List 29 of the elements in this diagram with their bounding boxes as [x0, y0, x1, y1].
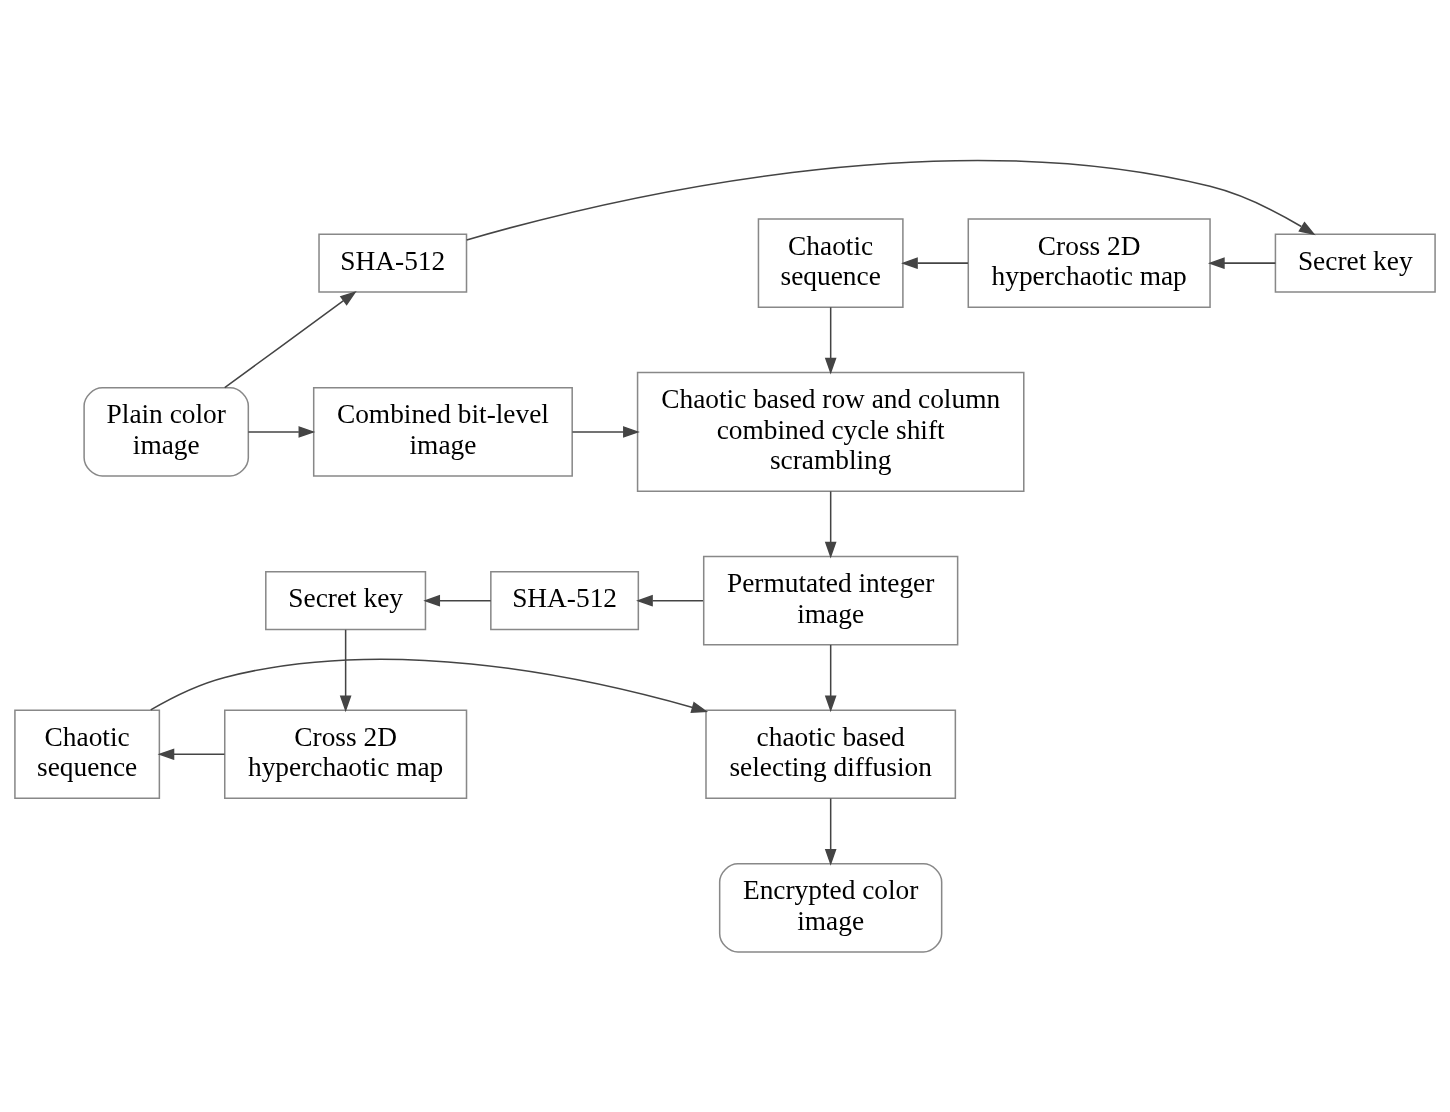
arrow — [824, 644, 837, 713]
node-box: Chaotic sequence — [14, 709, 161, 800]
node-box: SHA-512 — [318, 233, 468, 293]
node-box: Cross 2D hyperchaotic map — [224, 709, 468, 800]
node-box: Chaotic sequence — [757, 218, 904, 308]
arrow — [247, 426, 316, 438]
arrow — [465, 160, 1316, 241]
arrow — [636, 594, 704, 607]
node-box: chaotic based selecting diffusion — [705, 709, 957, 800]
arrow — [149, 658, 709, 713]
node-box: Permutated integer image — [702, 555, 959, 646]
node-box: Cross 2D hyperchaotic map — [967, 218, 1211, 308]
arrow — [339, 629, 352, 713]
arrow — [824, 306, 837, 375]
node-box: Combined bit-level image — [312, 387, 573, 477]
arrow — [824, 490, 837, 559]
arrow — [824, 797, 837, 866]
arrow — [423, 594, 492, 607]
arrow — [223, 291, 357, 389]
arrow — [157, 748, 226, 761]
node-box: Chaotic based row and column combined cycle shift scrambling — [636, 371, 1025, 492]
node-box: Secret key — [265, 571, 427, 631]
arrow — [901, 257, 969, 269]
node-box: Secret key — [1274, 233, 1436, 293]
node-box: Plain color image — [83, 387, 250, 477]
node-box: Encrypted color image — [718, 862, 943, 953]
arrow — [1207, 257, 1277, 269]
arrow — [571, 426, 640, 438]
node-box: SHA-512 — [490, 571, 640, 631]
